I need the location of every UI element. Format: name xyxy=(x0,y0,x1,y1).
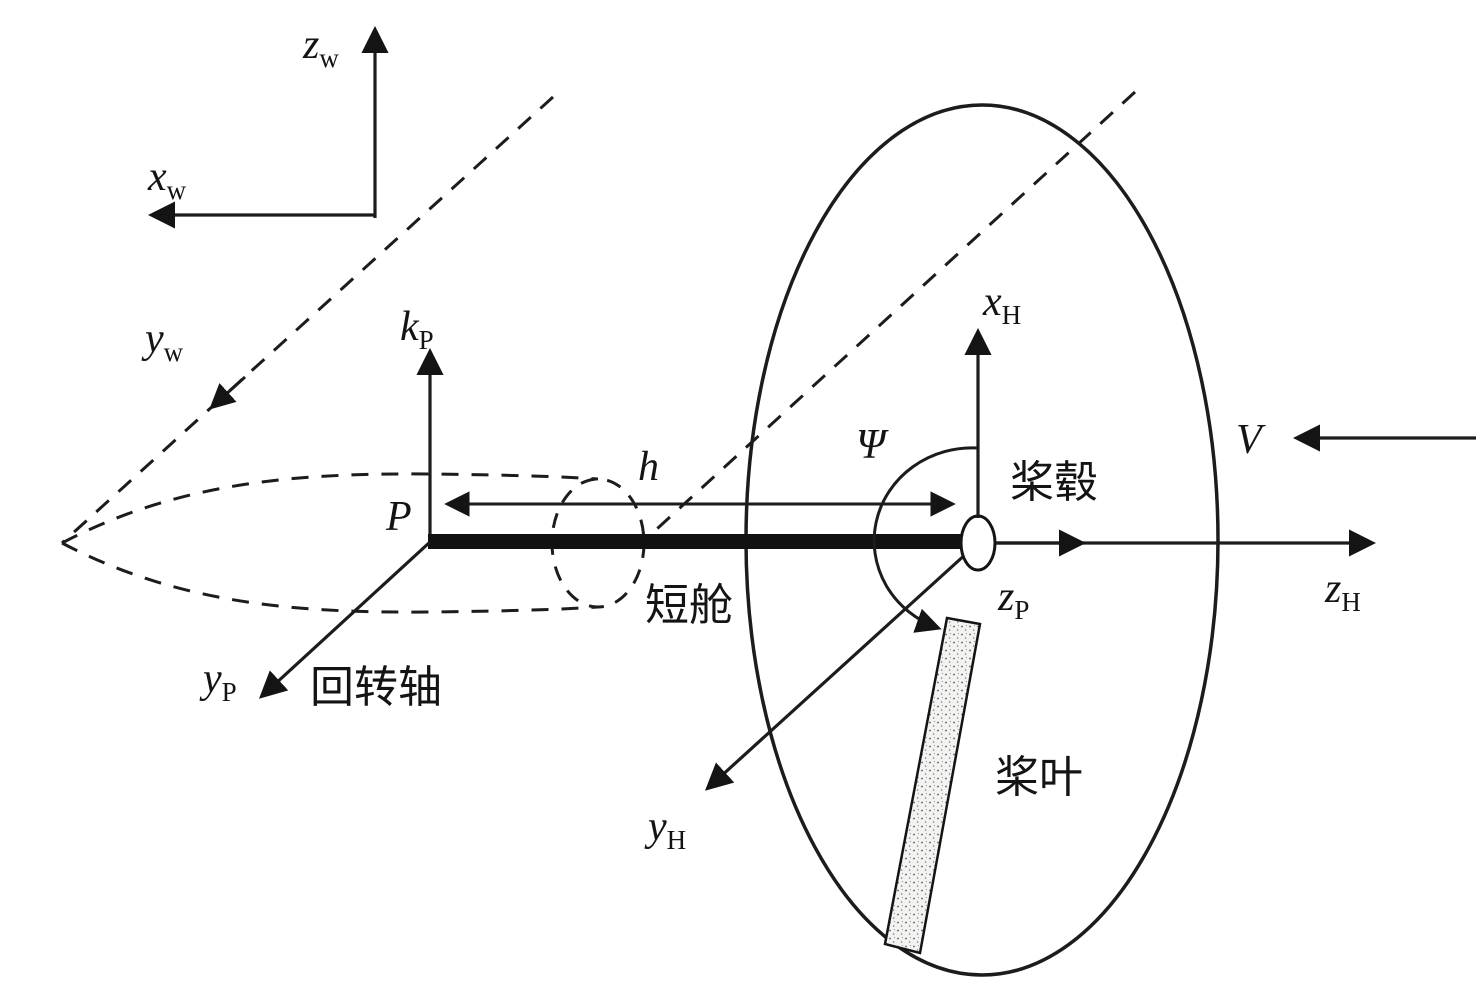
yw-axis-dashed-line xyxy=(60,95,555,545)
rotor-plane-dashed-line xyxy=(634,90,1137,550)
yh-axis-label: yH xyxy=(644,804,686,855)
velocity-label: V xyxy=(1236,417,1266,463)
zh-axis-label: zH xyxy=(1324,566,1361,617)
yw-axis-arrow xyxy=(209,375,247,410)
blade-shape xyxy=(883,616,982,955)
yp-axis-label: yP xyxy=(199,656,237,707)
xw-axis-label: xw xyxy=(147,154,187,205)
blade-label: 桨叶 xyxy=(995,752,1083,803)
nacelle-shaft-bar xyxy=(428,534,968,549)
xh-axis-label: xH xyxy=(982,279,1021,330)
zp-axis-label: zP xyxy=(997,574,1029,625)
yw-axis-label: yw xyxy=(141,316,184,367)
nacelle-lower-outline xyxy=(61,541,599,614)
yp-axis-line xyxy=(258,540,432,699)
nacelle-label: 短舱 xyxy=(645,580,733,631)
hub-ellipse xyxy=(959,514,997,572)
rotation-axis-label: 回转轴 xyxy=(310,662,442,713)
zw-axis-label: zw xyxy=(302,22,339,73)
psi-angle-label: Ψ xyxy=(856,422,889,468)
h-distance-label: h xyxy=(638,444,659,490)
hub-label: 桨毂 xyxy=(1010,457,1098,508)
kp-axis-label: kP xyxy=(400,304,434,355)
nacelle-upper-outline xyxy=(61,472,599,545)
origin-p-label: P xyxy=(385,494,412,540)
yh-axis-line xyxy=(704,541,980,791)
psi-azimuth-arc xyxy=(872,446,979,633)
